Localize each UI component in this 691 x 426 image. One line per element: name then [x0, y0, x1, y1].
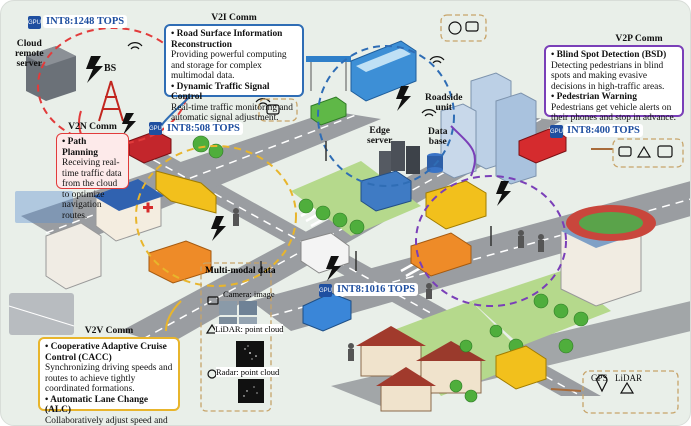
truck-orange: [410, 232, 472, 277]
camera-data-label: Camera: image: [223, 289, 275, 299]
truck-orange-left: [148, 240, 212, 284]
formation-inset: [15, 191, 73, 223]
v2v-item-2-heading: • Automatic Lane Change (ALC): [45, 394, 149, 416]
edge-server-label: Edge server: [367, 126, 393, 146]
gpu-chip-icon: GPU: [319, 284, 332, 297]
houses: [356, 326, 486, 412]
v2p-item-2-heading: • Pedestrian Warning: [551, 92, 637, 103]
database-icon: [427, 153, 443, 173]
hospital: [93, 179, 164, 242]
v2p-range-ring: [415, 175, 567, 307]
sensor-box-right: [612, 138, 684, 168]
lidar-data-label: LiDAR: point cloud: [215, 324, 284, 334]
bus-yellow: [155, 170, 217, 214]
v2i-item-2-body: Real-time traffic monitoring and automat…: [171, 102, 293, 124]
cloud-server-label: Cloud remote server: [15, 38, 44, 70]
base-station-tower: [98, 80, 124, 122]
vehicle-left-tops-label: INT8:508 TOPS: [164, 122, 243, 135]
v2i-item-2-heading: • Dynamic Traffic Signal Control: [171, 81, 270, 103]
v2v-item-1-body: Synchronizing driving speeds and routes …: [45, 363, 173, 395]
gps-label: GPS: [591, 373, 608, 383]
bus-stop: [306, 56, 351, 91]
sensor-box-gps: [582, 370, 679, 414]
radar-data-label: Radar: point cloud: [216, 367, 280, 377]
stadium: [566, 205, 656, 241]
car-yellow-bottom: [495, 345, 547, 390]
multimodal-title: Multi-modal data: [205, 266, 276, 276]
trees: [192, 135, 589, 403]
truck-blue: [360, 170, 412, 212]
ambulance: [300, 232, 350, 274]
grass-plot: [291, 161, 421, 236]
vehicle-right-tops-label: INT8:400 TOPS: [564, 124, 643, 137]
multimodal-panel: [200, 262, 272, 412]
v2v-item-2-body: Collaboratively adjust speed and lane po…: [45, 415, 168, 426]
gpu-chip-icon: GPU: [28, 16, 41, 29]
v2i-item-1-heading: • Road Surface Information Reconstructio…: [171, 29, 283, 50]
v2p-item-1-body: Detecting pedestrians in blind spots and…: [551, 60, 665, 92]
radar-small-icon: [207, 369, 217, 379]
lidar-label: LiDAR: [615, 373, 642, 383]
lidar-icon: [636, 145, 652, 158]
v2p-card: V2P Comm • Blind Spot Detection (BSD) De…: [544, 33, 684, 123]
sensor-box-top: [440, 14, 487, 42]
v2i-title-holder: [164, 11, 304, 24]
lidar-sensor-icon: [619, 381, 635, 394]
message-icon: [657, 145, 673, 158]
vehicle-bottom-tops-label: INT8:1016 TOPS: [334, 283, 419, 296]
v2i-item-1-body: Providing powerful computing and storage…: [171, 50, 287, 82]
cloud-tops-label: INT8:1248 TOPS: [43, 15, 128, 28]
traffic-lights: [260, 141, 492, 276]
v2i-card: V2I Comm • Road Surface Information Reco…: [164, 12, 304, 123]
apartment-left: [45, 222, 102, 290]
v2v-item-1-heading: • Cooperative Adaptive Cruise Control (C…: [45, 342, 167, 363]
camera-icon: [618, 146, 632, 157]
pedestrians: [233, 208, 544, 361]
v2v-card: V2V Comm • Cooperative Adaptive Cruise C…: [38, 325, 180, 425]
v2n-card: V2N Comm • Path Planning Receiving real-…: [56, 121, 129, 221]
v2i-range-ring: [317, 45, 455, 187]
sensor-box-mid: [258, 98, 298, 122]
gpu-chip-icon: GPU: [550, 125, 563, 138]
skyscrapers: [440, 72, 537, 185]
lightning-icons: [86, 56, 511, 281]
lane-change-inset: [8, 293, 75, 335]
lidar-small-icon: [205, 323, 219, 334]
v2i-title: V2I Comm: [211, 12, 257, 23]
gps-icon: [596, 374, 608, 393]
truck-yellow: [425, 180, 487, 230]
gpu-chip-icon: GPU: [149, 122, 162, 135]
database-label: Data base: [428, 127, 448, 147]
v2p-item-1-heading: • Blind Spot Detection (BSD): [551, 50, 667, 60]
radar-icon: [448, 21, 462, 35]
camera-small-icon: [207, 296, 219, 305]
bs-label: BS: [104, 63, 117, 74]
camera-icon: [465, 21, 479, 32]
camera-icon: [266, 104, 280, 115]
v2n-title: V2N Comm: [68, 121, 117, 132]
roadside-unit-label: Roadside unit: [425, 93, 463, 113]
v2n-item-1-body: Receiving real-time traffic data from th…: [62, 158, 122, 221]
edge-server: [379, 141, 420, 177]
bus-blue: [350, 40, 417, 102]
point-clouds: [243, 345, 258, 397]
v2p-item-2-body: Pedestrians get vehicle alerts on their …: [551, 102, 676, 124]
v2p-title: V2P Comm: [615, 33, 663, 44]
v2v-title: V2V Comm: [84, 325, 134, 336]
v2n-item-1-heading: • Path Planning: [62, 137, 98, 158]
v2v-range-ring: [135, 145, 297, 287]
